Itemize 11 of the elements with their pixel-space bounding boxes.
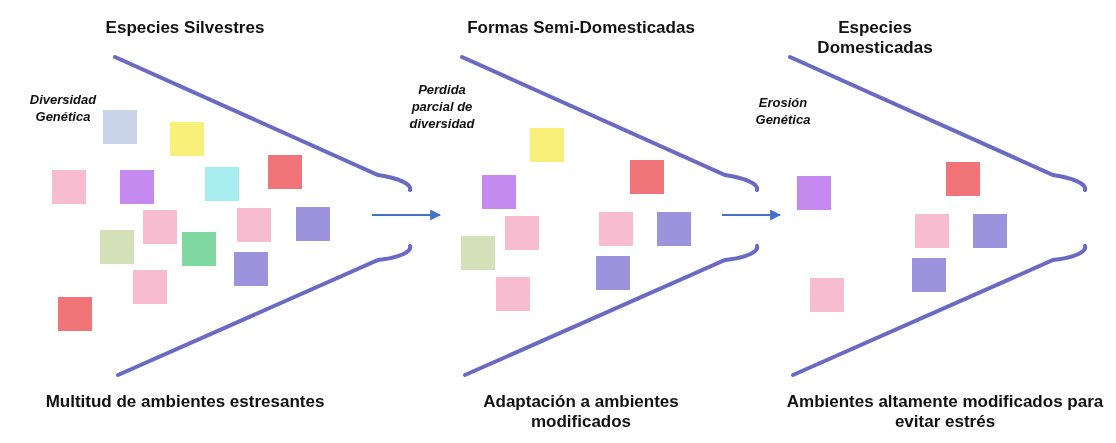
italic-note: Erosión Genética xyxy=(754,95,812,129)
panel-caption: Ambientes altamente modificados para evitar estrés xyxy=(785,392,1105,433)
panel-caption: Multitud de ambientes estresantes xyxy=(44,392,326,413)
panel-title: Formas Semi-Domesticadas xyxy=(466,18,696,39)
italic-note: Diversidad Genética xyxy=(28,92,98,126)
arrow xyxy=(372,209,442,221)
panel-title: Especies Silvestres xyxy=(104,18,266,39)
panel-title: Especies Domesticadas xyxy=(816,18,934,59)
italic-note: Perdida parcial de diversidad xyxy=(408,82,476,133)
arrow xyxy=(722,209,782,221)
panel-caption: Adaptación a ambientes modificados xyxy=(482,392,680,433)
